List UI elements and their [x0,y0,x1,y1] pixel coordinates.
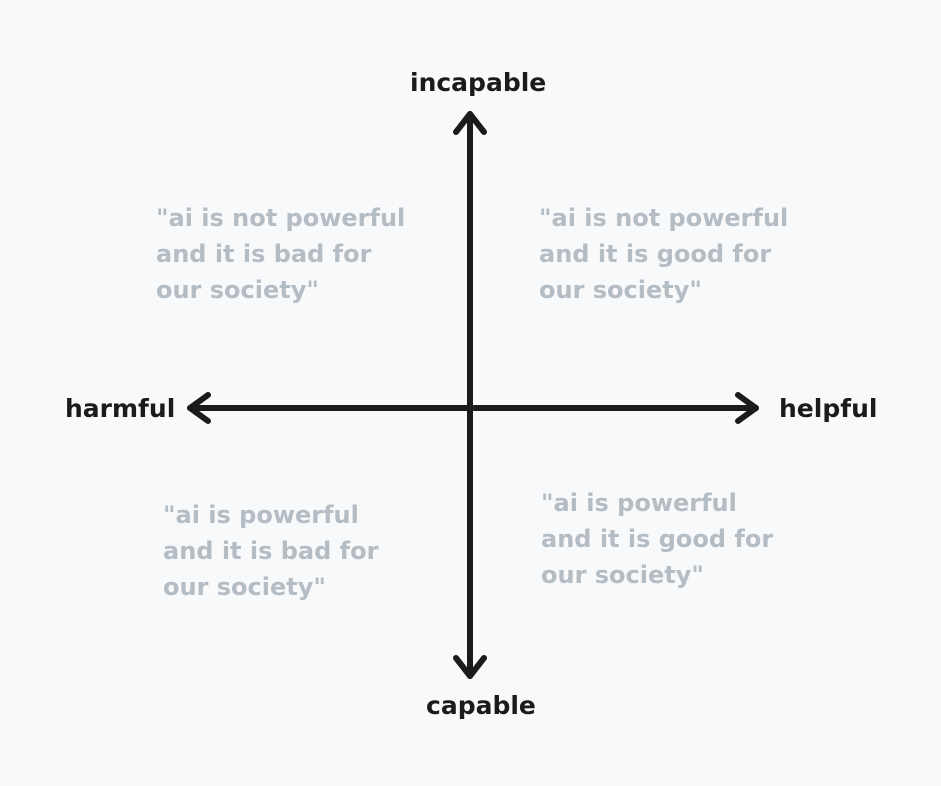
arrow-right-icon [735,392,759,424]
arrow-down-icon [453,655,487,679]
quadrant-bottom-left: "ai is powerful and it is bad for our so… [163,501,379,601]
quadrant-top-left: "ai is not powerful and it is bad for ou… [156,204,406,304]
quadrant-top-right: "ai is not powerful and it is good for o… [539,204,789,304]
quadrant-bottom-right: "ai is powerful and it is good for our s… [541,489,774,589]
axis-label-left: harmful [65,394,176,423]
arrow-left-icon [187,392,211,424]
axis-label-right: helpful [779,394,878,423]
axis-label-bottom: capable [426,691,536,720]
arrow-up-icon [453,111,487,135]
axis-label-top: incapable [410,68,547,97]
